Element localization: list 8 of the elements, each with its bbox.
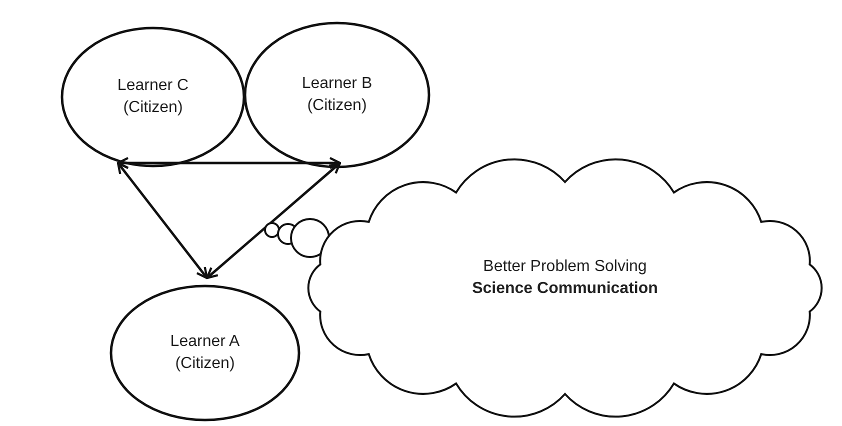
thought-text: Better Problem Solving [483, 257, 647, 277]
learner-label: Learner B (Citizen) [300, 74, 374, 116]
learner-label: Learner A (Citizen) [169, 332, 241, 374]
thought-heading: Science Communication [472, 279, 658, 299]
double-arrow [206, 162, 342, 280]
double-arrow [116, 156, 342, 170]
learner-label: Learner C (Citizen) [116, 76, 190, 118]
double-arrow [116, 162, 208, 280]
